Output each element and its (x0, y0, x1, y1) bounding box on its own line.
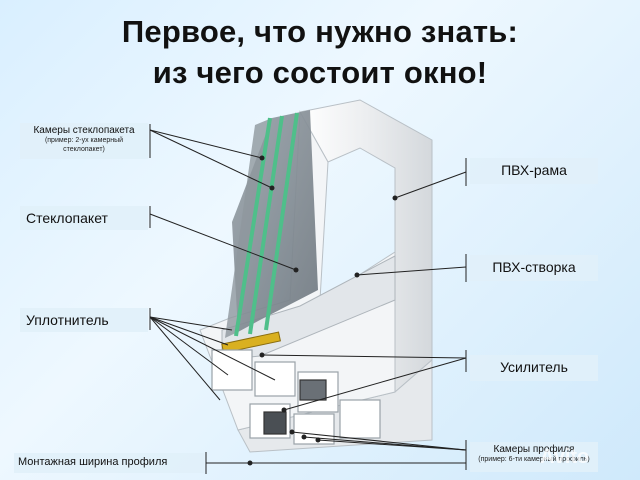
seal-strip (221, 331, 281, 354)
label-profile-chambers-title: Камеры профиля (493, 444, 575, 455)
glass-pane-3 (264, 112, 299, 331)
slide-title-line-1: Первое, что нужно знать: (121, 14, 519, 49)
label-mounting-width: Монтажная ширина профиля (14, 453, 204, 473)
glass-pane-2 (248, 115, 284, 335)
avito-watermark: Avito (540, 446, 590, 468)
label-profile-chambers-note: (пример: 6-ти камерный профиль) (478, 456, 590, 463)
label-seal: Уплотнитель (20, 308, 148, 332)
label-glass-chambers-note-2: стеклопакет) (63, 146, 105, 153)
profile-chambers-shape (211, 349, 381, 445)
label-brackets (149, 124, 467, 474)
label-glass-chambers: Камеры стеклопакета (пример: 2-ух камерн… (20, 123, 148, 159)
label-reinforcement: Усилитель (470, 355, 598, 381)
label-glass-unit: Стеклопакет (20, 206, 148, 230)
label-glass-chambers-title: Камеры стеклопакета (33, 125, 135, 136)
label-glass-chambers-note-1: (пример: 2-ух камерный (44, 137, 124, 144)
label-profile-chambers: Камеры профиля (пример: 6-ти камерный пр… (470, 442, 598, 472)
glass-unit-shape (225, 110, 318, 338)
glass-pane-1 (234, 117, 272, 337)
label-pvc-frame: ПВХ-рама (470, 158, 598, 184)
slide-title-line-2: из чего состоит окно! (152, 55, 488, 90)
pointer-dots (247, 155, 398, 466)
label-pvc-sash: ПВХ-створка (470, 255, 598, 281)
